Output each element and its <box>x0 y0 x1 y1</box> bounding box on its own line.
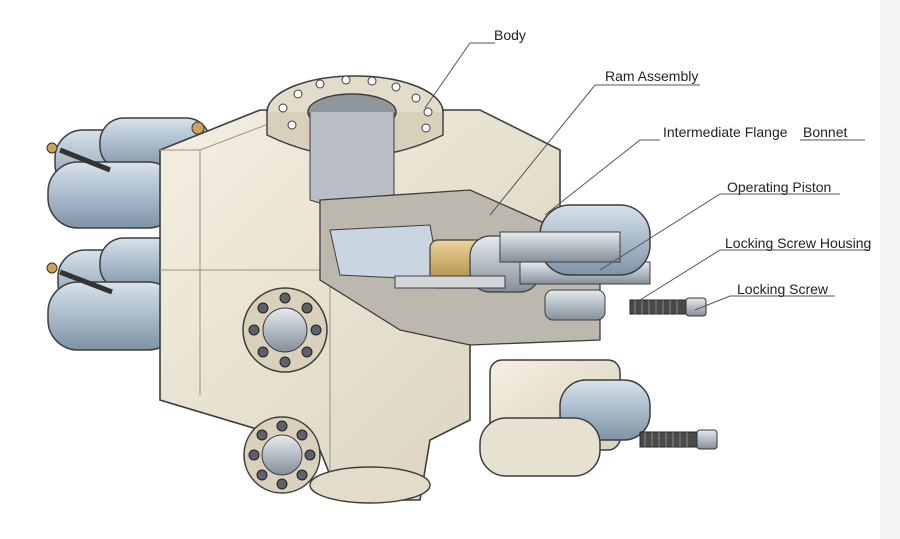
leader-body <box>424 42 495 109</box>
bop-illustration <box>46 42 870 504</box>
right-upper-cylinders <box>499 204 651 321</box>
leader-locking-screw <box>694 295 835 311</box>
right-lower-cylinders <box>479 359 651 477</box>
leader-intermediate-flange <box>544 139 660 216</box>
flange-bolt-holes <box>278 75 433 133</box>
leader-locking-screw-housing <box>639 249 870 301</box>
label-body: Body <box>494 27 526 43</box>
side-flange-lower <box>243 416 321 494</box>
leader-lines <box>424 42 870 311</box>
right-edge-strip <box>880 0 900 539</box>
leader-operating-piston <box>599 193 840 271</box>
locking-screw-upper <box>629 297 707 317</box>
label-locking-screw: Locking Screw <box>737 281 829 297</box>
top-flange <box>266 75 444 208</box>
side-flange-upper <box>242 287 328 373</box>
label-bonnet: Bonnet <box>803 124 848 140</box>
label-operating-piston: Operating Piston <box>727 179 832 195</box>
label-ram-assembly: Ram Assembly <box>605 68 699 84</box>
leader-ram-assembly <box>489 84 700 216</box>
label-locking-screw-housing: Locking Screw Housing <box>725 235 872 251</box>
bottom-flange <box>309 466 431 504</box>
label-intermediate-flange: Intermediate Flange <box>663 124 788 140</box>
locking-screw-lower <box>639 429 718 450</box>
